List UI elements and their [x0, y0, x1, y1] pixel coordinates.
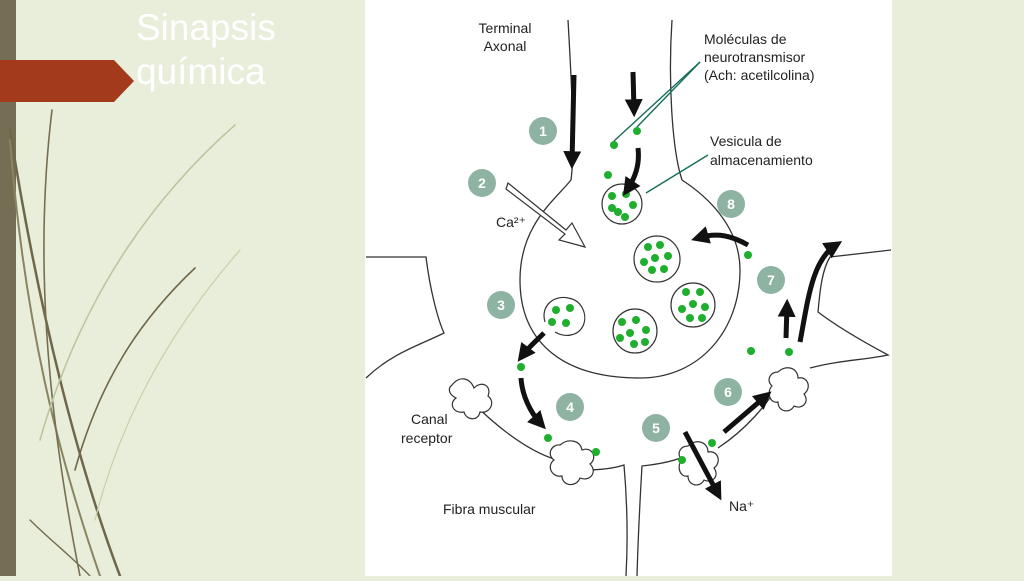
stem-7	[29, 519, 91, 576]
calcium-influx-arrow	[505, 181, 587, 248]
stem-5	[74, 267, 196, 471]
receptor-channel-right	[768, 367, 809, 412]
arrow-recycle	[691, 226, 750, 248]
step-number: 8	[727, 196, 735, 212]
step-badge-7: 7	[757, 266, 785, 294]
arrow-diffusion	[518, 377, 546, 430]
title-arrow	[0, 60, 134, 102]
label-terminal-1: Terminal	[479, 20, 532, 36]
arrow-storage	[623, 147, 641, 196]
synapse-svg: 1 2 3 4 5	[365, 19, 892, 577]
title-line-1: Sinapsis	[136, 7, 276, 48]
label-channel-2: receptor	[401, 430, 453, 446]
postsynaptic-membrane-right	[636, 455, 686, 577]
stem-3	[43, 109, 81, 576]
arrow-synthesis	[624, 71, 643, 118]
step-badge-4: 4	[556, 393, 584, 421]
muscle-fiber-membrane	[365, 256, 445, 379]
label-channel-1: Canal	[411, 411, 448, 427]
flow-arrows	[517, 71, 843, 501]
slide-title: Sinapsis química	[136, 6, 276, 94]
step-badge-3: 3	[487, 291, 515, 319]
stem-6	[94, 249, 241, 521]
pointer-lines	[613, 61, 709, 194]
stem-4	[39, 124, 236, 441]
label-vesicle-1: Vesicula de	[710, 133, 782, 149]
synapse-diagram: 1 2 3 4 5	[365, 0, 892, 577]
arrow-sodium	[682, 430, 722, 501]
step-badge-5: 5	[642, 414, 670, 442]
step-number: 7	[767, 272, 775, 288]
stem-2	[9, 139, 101, 576]
muscle-fiber-membrane-right	[809, 249, 892, 369]
arrow-release	[517, 331, 546, 362]
step-badges: 1 2 3 4 5	[468, 117, 785, 442]
postsynaptic-membrane-bottom	[582, 464, 628, 577]
neurotransmitter-molecules	[517, 127, 793, 464]
label-sodium: Na⁺	[729, 498, 754, 514]
vesicles	[543, 183, 716, 354]
step-number: 4	[566, 399, 574, 415]
decorative-stems	[8, 109, 241, 576]
arrow-out	[797, 241, 843, 343]
label-muscle-fiber: Fibra muscular	[443, 501, 536, 517]
step-badge-1: 1	[529, 117, 557, 145]
step-number: 2	[478, 175, 486, 191]
receptor-channel-left	[448, 378, 493, 420]
membranes	[365, 19, 892, 577]
step-number: 6	[724, 384, 732, 400]
label-calcium: Ca²⁺	[496, 214, 526, 230]
step-badge-8: 8	[717, 190, 745, 218]
step-number: 1	[539, 123, 547, 139]
label-vesicle-2: almacenamiento	[710, 152, 813, 168]
label-molecules-2: neurotransmisor	[704, 49, 805, 65]
arrow-reuptake-up	[777, 298, 796, 339]
step-badge-6: 6	[714, 378, 742, 406]
arrow-impulse	[563, 74, 582, 170]
title-line-2: química	[136, 51, 266, 92]
step-number: 3	[497, 297, 505, 313]
label-terminal-2: Axonal	[484, 38, 527, 54]
receptor-channels	[448, 367, 809, 486]
step-number: 5	[652, 420, 660, 436]
label-molecules-1: Moléculas de	[704, 31, 787, 47]
stem-1	[8, 128, 122, 576]
diagram-labels: Terminal Axonal Moléculas de neurotransm…	[401, 20, 815, 517]
arrow-release-from-receptor	[722, 391, 772, 434]
receptor-channel-bottom	[549, 440, 595, 486]
vesicle-fusing	[543, 296, 586, 336]
label-molecules-3: (Ach: acetilcolina)	[704, 67, 815, 83]
axon-terminal-membrane	[519, 19, 741, 379]
step-badge-2: 2	[468, 169, 496, 197]
